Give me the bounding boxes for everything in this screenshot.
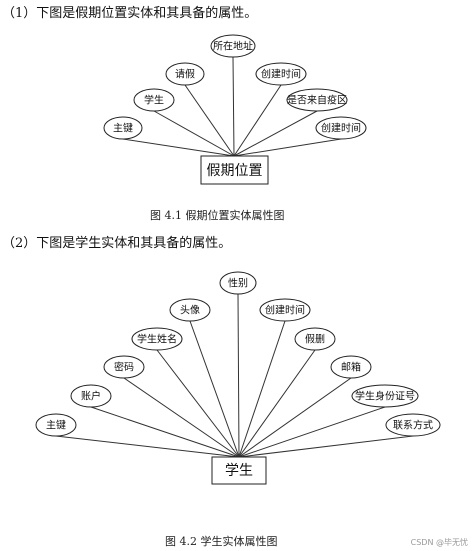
attribute-label: 创建时间 xyxy=(321,122,361,135)
attribute-node: 学生身份证号 xyxy=(351,384,419,408)
connector-line xyxy=(232,56,235,157)
connector-line xyxy=(238,435,414,458)
intro-text-2: （2）下图是学生实体和其具备的属性。 xyxy=(2,236,232,251)
attribute-ellipse xyxy=(315,116,367,140)
connector-line xyxy=(184,84,235,157)
attribute-node: 性别 xyxy=(219,271,257,295)
connector-line xyxy=(237,293,240,458)
figure-caption-2: 图 4.2 学生实体属性图 xyxy=(165,535,278,548)
attribute-node: 学生 xyxy=(133,88,175,112)
attribute-node: 账户 xyxy=(70,384,112,408)
attribute-ellipse xyxy=(35,413,77,437)
attribute-ellipse xyxy=(165,62,205,86)
attribute-ellipse xyxy=(103,355,145,379)
attribute-label: 性别 xyxy=(228,277,248,290)
entity-label-student: 学生 xyxy=(225,463,253,479)
attribute-ellipse xyxy=(351,384,419,408)
attribute-label: 请假 xyxy=(175,68,195,81)
attribute-ellipse xyxy=(219,271,257,295)
connector-line xyxy=(238,320,286,458)
attribute-label: 创建时间 xyxy=(265,304,305,317)
connector-line xyxy=(90,406,240,458)
attribute-ellipse xyxy=(133,88,175,112)
attribute-node: 假删 xyxy=(294,327,336,351)
attribute-label: 主键 xyxy=(113,122,133,135)
attribute-node: 密码 xyxy=(103,355,145,379)
attribute-label: 学生 xyxy=(144,94,164,107)
entity-box-holiday-location: 假期位置 xyxy=(200,155,269,185)
attribute-ellipse xyxy=(103,116,143,140)
attribute-label: 学生姓名 xyxy=(137,333,177,346)
connector-line xyxy=(123,377,240,458)
attribute-node: 创建时间 xyxy=(259,298,311,322)
attribute-ellipse xyxy=(70,384,112,408)
attribute-node: 联系方式 xyxy=(385,413,441,437)
connector-line xyxy=(238,406,386,458)
attribute-ellipse xyxy=(259,298,311,322)
attribute-label: 主键 xyxy=(46,419,66,432)
connector-line xyxy=(233,138,342,157)
attribute-label: 邮箱 xyxy=(341,361,361,374)
watermark: CSDN @毕无忧 xyxy=(410,538,468,547)
attribute-ellipse xyxy=(294,327,336,351)
figure-caption-1: 图 4.1 假期位置实体属性图 xyxy=(150,209,285,222)
attribute-node: 头像 xyxy=(169,298,211,322)
connector-line xyxy=(55,435,240,458)
connector-line xyxy=(122,138,235,157)
attribute-label: 学生身份证号 xyxy=(355,390,415,403)
attribute-label: 账户 xyxy=(81,390,101,403)
attribute-label: 密码 xyxy=(114,361,134,374)
attribute-ellipse xyxy=(330,355,372,379)
attribute-node: 创建时间 xyxy=(315,116,367,140)
attribute-node: 主键 xyxy=(103,116,143,140)
connector-line xyxy=(233,84,282,157)
attribute-node: 学生姓名 xyxy=(131,327,183,351)
attribute-label: 头像 xyxy=(180,305,200,317)
attribute-node: 请假 xyxy=(165,62,205,86)
attribute-node: 是否来自疫区 xyxy=(286,88,348,112)
attribute-label: 假删 xyxy=(305,333,325,346)
connector-line xyxy=(233,110,318,157)
attribute-ellipse xyxy=(385,413,441,437)
connector-line xyxy=(189,320,240,458)
attribute-ellipse xyxy=(255,62,307,86)
attribute-node: 创建时间 xyxy=(255,62,307,86)
attribute-label: 联系方式 xyxy=(393,419,433,432)
entity-box-student: 学生 xyxy=(211,456,267,485)
connector-line xyxy=(153,110,235,157)
attribute-node: 邮箱 xyxy=(330,355,372,379)
attribute-node: 主键 xyxy=(35,413,77,437)
connector-line xyxy=(156,349,240,458)
attribute-ellipse xyxy=(210,34,256,58)
attribute-ellipse xyxy=(286,88,348,112)
intro-text-1: （1）下图是假期位置实体和其具备的属性。 xyxy=(2,6,258,21)
attribute-ellipse xyxy=(169,298,211,322)
attribute-label: 是否来自疫区 xyxy=(287,94,347,107)
attribute-node: 所在地址 xyxy=(210,34,256,58)
entity-label-holiday-location: 假期位置 xyxy=(207,163,263,179)
attribute-ellipse xyxy=(131,327,183,351)
attribute-label: 创建时间 xyxy=(261,68,301,81)
connector-line xyxy=(238,349,316,458)
connector-line xyxy=(238,377,352,458)
attribute-label: 所在地址 xyxy=(213,40,253,53)
